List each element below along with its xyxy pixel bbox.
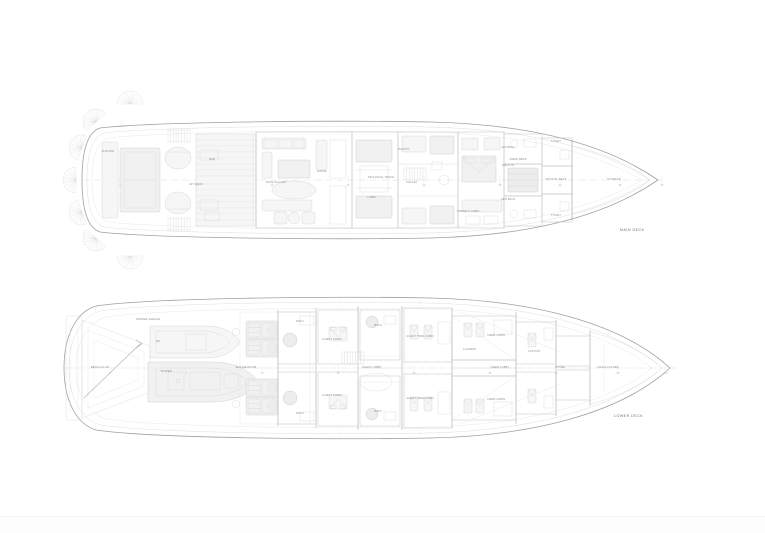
- room-label-pantry: PANTRY: [398, 147, 409, 151]
- room-label-bar: BAR: [209, 157, 215, 161]
- station-mark-5: 5: [195, 184, 197, 187]
- main-deck-stations: [119, 176, 663, 184]
- main-saloon-furniture: [261, 137, 347, 225]
- station-mark-30: 30: [559, 184, 562, 187]
- station-mark-40: 40: [665, 372, 668, 375]
- station-mark-35: 35: [619, 184, 622, 187]
- room-label-storage: STORAGE: [607, 177, 621, 181]
- room-label-guest-twin-p: GUEST TWIN CABIN: [406, 334, 433, 338]
- room-label-guest-bath-p1: BATH: [296, 319, 303, 323]
- room-label-galley: GALLEY: [407, 180, 418, 184]
- hull-frames: [339, 300, 421, 436]
- dining-area: [351, 131, 399, 229]
- forward-stores: [555, 331, 663, 405]
- sheet-footer: [0, 516, 765, 533]
- room-label-guest-twin-s: GUEST TWIN CABIN: [406, 396, 433, 400]
- room-label-guest-bath-s1: BATH: [296, 411, 303, 415]
- room-label-his-bath: HIS BATH: [502, 145, 515, 149]
- lower-deck-room-labels: TENDER GARAGE TENDER JET BEACH CLUB ENGINE R…: [91, 317, 619, 415]
- owner-suite: [457, 131, 505, 229]
- station-mark-35: 35: [617, 372, 620, 375]
- room-label-vip-bath-s: BATH: [374, 409, 381, 413]
- station-mark-20: 20: [423, 184, 426, 187]
- room-label-technical-space: TECHNICAL SPACE: [368, 175, 394, 179]
- room-label-crew-mess: CREW MESS: [509, 157, 526, 161]
- room-label-guest-lobby: GUEST LOBBY: [362, 365, 382, 369]
- room-label-guest-cabin-s1: GUEST CABIN: [322, 393, 341, 397]
- room-label-crew-lobby: CREW LOBBY: [491, 365, 510, 369]
- room-label-owner-cabin: OWNER'S CABIN: [457, 209, 480, 213]
- lower-deck-plan: [63, 296, 676, 440]
- room-label-laundry: LAUNDRY: [463, 347, 477, 351]
- galley-technical-block: [397, 131, 459, 229]
- crew-area: [451, 311, 561, 425]
- room-label-saloon: MAIN SALOON: [266, 180, 286, 184]
- room-label-dining: DINING: [317, 169, 327, 173]
- room-label-tender: TENDER: [160, 369, 172, 373]
- room-label-store: STORE: [555, 365, 565, 369]
- lower-deck-stations: [109, 364, 667, 372]
- room-label-guest-cabin-p1: GUEST CABIN: [322, 337, 341, 341]
- main-deck-room-labels: SUN PAD AFT DECK BAR MAIN SALOON DINING LOBBY…: [102, 139, 621, 217]
- station-mark-5: 5: [185, 372, 187, 375]
- station-mark-20: 20: [413, 372, 416, 375]
- station-mark-15: 15: [347, 184, 350, 187]
- main-deck-station-labels: 0 5 10 15 20 25 30 35 40: [119, 184, 664, 187]
- station-mark-10: 10: [271, 184, 274, 187]
- room-label-crew-cabin-1: CREW CABIN: [487, 333, 505, 337]
- station-mark-40: 40: [661, 184, 664, 187]
- lower-deck-title: LOWER DECK: [614, 414, 644, 418]
- main-deck-plan: [62, 90, 664, 270]
- room-label-chain-locker: CHAIN LOCKER: [597, 365, 618, 369]
- lower-deck-station-labels: 0 5 10 15 20 25 30 35 40: [109, 372, 668, 375]
- room-label-aft-deck: AFT DECK: [189, 182, 203, 186]
- station-mark-25: 25: [489, 372, 492, 375]
- room-label-captain-cabin: CAPTAIN: [528, 349, 540, 353]
- station-mark-0: 0: [109, 372, 111, 375]
- room-label-vip-bath-p: BATH: [374, 323, 381, 327]
- room-label-tender-garage: TENDER GARAGE: [136, 317, 161, 321]
- main-deck-title: MAIN DECK: [620, 228, 645, 232]
- aft-deck-planking: [196, 139, 254, 221]
- room-label-crew-cabin-2: CREW CABIN: [487, 397, 505, 401]
- engine-room: [232, 311, 311, 425]
- station-mark-30: 30: [555, 372, 558, 375]
- sun-pads: [164, 146, 192, 215]
- station-mark-0: 0: [119, 184, 121, 187]
- station-mark-25: 25: [499, 184, 502, 187]
- room-label-toilet-1: TOILET: [551, 139, 561, 143]
- forward-compartments: [541, 137, 651, 223]
- room-label-toilet-2: TOILET: [551, 213, 561, 217]
- room-label-walk-in: WALK-IN: [502, 163, 514, 167]
- station-mark-15: 15: [337, 372, 340, 375]
- station-mark-10: 10: [261, 372, 264, 375]
- room-label-her-bath: HER BATH: [501, 197, 515, 201]
- room-label-beach-club: BEACH CLUB: [91, 365, 109, 369]
- room-label-crystal-deck: CRYSTAL DECK: [545, 177, 566, 181]
- guest-lobby: [341, 351, 405, 392]
- room-label-SUN PAD: SUN PAD: [102, 149, 114, 153]
- room-label-jet-tender: JET: [155, 339, 160, 343]
- room-label-lobby: LOBBY: [367, 195, 377, 199]
- room-label-engine-room: ENGINE ROOM: [236, 365, 256, 369]
